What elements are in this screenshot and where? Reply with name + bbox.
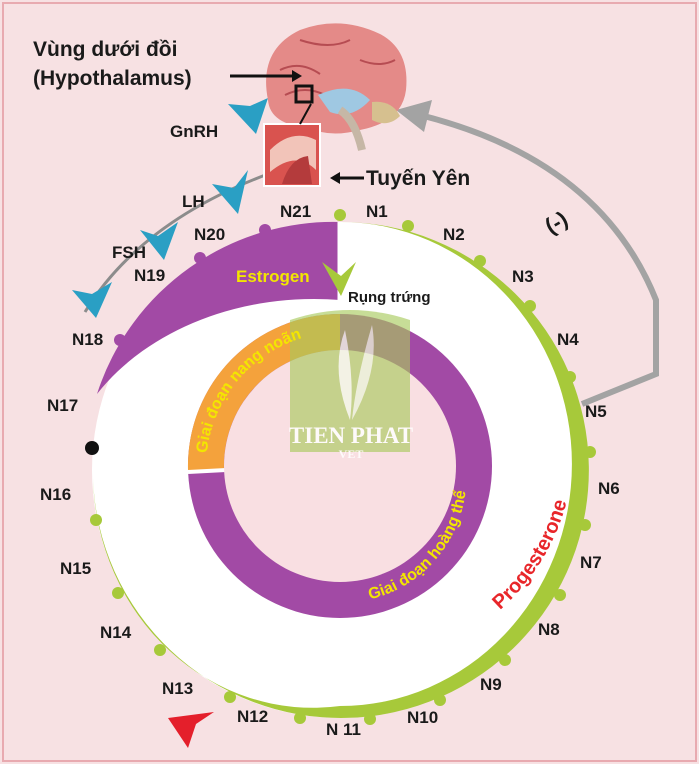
ovulation-arrow bbox=[322, 262, 356, 296]
hypothalamus-box bbox=[294, 84, 314, 104]
gnrh-label: GnRH bbox=[170, 122, 218, 141]
watermark-line1: TIEN PHAT bbox=[289, 423, 413, 448]
lh-label: LH bbox=[182, 192, 205, 211]
ovulation-label: Rụng trứng bbox=[348, 289, 431, 306]
lh-arrow bbox=[212, 170, 248, 214]
day-label: N20 bbox=[194, 225, 225, 244]
day-label: N5 bbox=[585, 402, 607, 421]
day-label: N7 bbox=[580, 553, 602, 572]
estrogen-band bbox=[97, 221, 340, 394]
feedback-arrow bbox=[419, 112, 659, 407]
watermark-logo: TIEN PHAT VET bbox=[289, 310, 413, 461]
day-labels: N1 N2 N3 N4 N5 N6 N7 N8 N9 N10 N 11 N12 … bbox=[40, 202, 620, 739]
pituitary-zoom bbox=[263, 103, 321, 187]
cycle-direction-arrow bbox=[168, 712, 214, 748]
day-label: N1 bbox=[366, 202, 388, 221]
day-label: N17 bbox=[47, 396, 78, 415]
lh-arrow-lower bbox=[140, 222, 178, 260]
watermark-line2: VET bbox=[339, 447, 364, 461]
day-label: N21 bbox=[280, 202, 311, 221]
day-label: N12 bbox=[237, 707, 268, 726]
brain-illustration bbox=[266, 23, 407, 151]
day-label: N18 bbox=[72, 330, 103, 349]
hormone-arrows bbox=[72, 98, 268, 318]
day-label: N15 bbox=[60, 559, 91, 578]
day-label: N4 bbox=[557, 330, 579, 349]
feedback-arrowhead bbox=[396, 100, 432, 132]
pituitary-label: Tuyến Yên bbox=[366, 167, 470, 190]
estrogen-label: Estrogen bbox=[236, 267, 310, 286]
day-label: N8 bbox=[538, 620, 560, 639]
day-label: N 11 bbox=[326, 720, 361, 739]
day-label: N3 bbox=[512, 267, 534, 286]
gnrh-arrow bbox=[228, 98, 268, 134]
fsh-label: FSH bbox=[112, 243, 146, 262]
svg-text:(-): (-) bbox=[540, 206, 572, 239]
day-label: N10 bbox=[407, 708, 438, 727]
day-label: N19 bbox=[134, 266, 165, 285]
day-label: N13 bbox=[162, 679, 193, 698]
phase-divider bbox=[187, 468, 227, 474]
hypothalamus-label-en: (Hypothalamus) bbox=[33, 67, 192, 90]
day-label: N14 bbox=[100, 623, 132, 642]
day-label: N2 bbox=[443, 225, 465, 244]
day-label: N6 bbox=[598, 479, 620, 498]
day-label: N9 bbox=[480, 675, 502, 694]
day-label: N16 bbox=[40, 485, 71, 504]
hypothalamus-label: Vùng dưới đồi bbox=[33, 38, 177, 61]
fsh-arrow bbox=[72, 282, 112, 318]
negative-feedback-symbol: (-) bbox=[540, 206, 572, 239]
rim-dots bbox=[85, 209, 596, 725]
